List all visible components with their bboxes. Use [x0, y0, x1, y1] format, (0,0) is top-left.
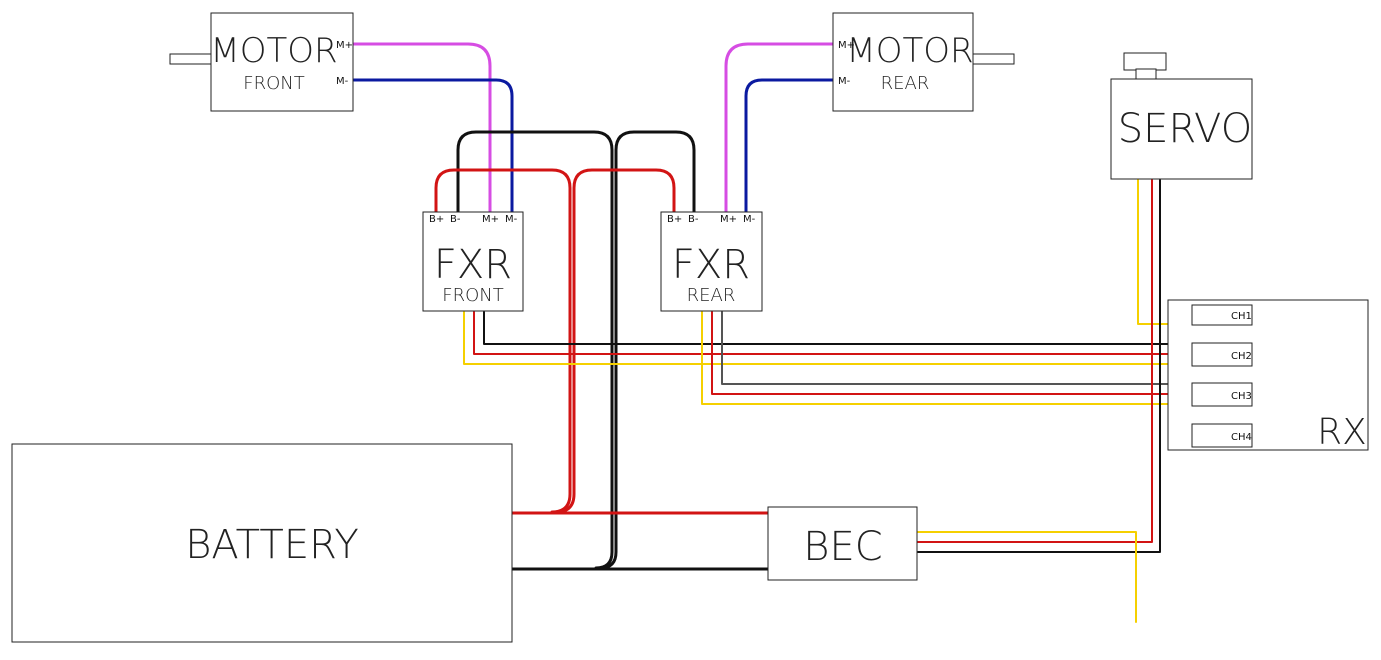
rx-title: RX: [1317, 412, 1367, 453]
wire-bec-yellow: [917, 531, 1137, 623]
motor-rear-shaft: [971, 53, 1015, 65]
bec-title: BEC: [803, 524, 882, 570]
motor-front-pin-neg: M-: [336, 76, 349, 87]
servo-title: SERVO: [1118, 106, 1252, 152]
fxr-rear-pin-bpos: B+: [667, 214, 682, 225]
rx-ch3-port: [1191, 382, 1253, 407]
servo-horn-top: [1123, 52, 1167, 71]
fxr-front: B+ B- M+ M- FXR FRONT: [422, 211, 524, 312]
wire-servo-red: [917, 179, 1153, 543]
battery-title: BATTERY: [185, 522, 359, 568]
wires: [352, 42, 1223, 623]
motor-rear-body: [832, 12, 974, 112]
motor-front-subtitle: FRONT: [243, 73, 305, 94]
motor-front: MOTOR FRONT M+ M-: [169, 12, 354, 112]
fxr-front-pin-bneg: B-: [450, 214, 461, 225]
wire-fxr-front-signal-black: [483, 311, 1223, 345]
battery-body: [11, 443, 513, 643]
wire-motor-front-negative: [352, 78, 514, 214]
bec-body: [767, 506, 918, 581]
rx-ch3-label: CH3: [1231, 391, 1252, 402]
fxr-rear-subtitle: REAR: [687, 285, 736, 306]
fxr-rear-pin-mneg: M-: [743, 214, 756, 225]
rx-ch4-port: [1191, 423, 1253, 448]
rx-ch1-port: [1191, 304, 1253, 326]
wire-motor-rear-positive: [724, 42, 836, 214]
wire-servo-black: [917, 179, 1161, 553]
rx-ch2-label: CH2: [1231, 351, 1252, 362]
servo: SERVO: [1110, 52, 1253, 180]
motor-rear-pin-pos: M+: [838, 40, 855, 51]
wire-battery-negative-front: [456, 130, 614, 570]
fxr-front-pin-bpos: B+: [429, 214, 444, 225]
rx-ch2-port: [1191, 342, 1253, 367]
fxr-front-subtitle: FRONT: [442, 285, 504, 306]
motor-front-pin-pos: M+: [336, 40, 353, 51]
servo-body: [1110, 78, 1253, 180]
fxr-rear-body: [660, 211, 763, 312]
wire-fxr-front-signal-yellow: [463, 311, 1223, 365]
battery: BATTERY: [11, 443, 513, 643]
wire-fxr-front-signal-red: [473, 311, 1223, 355]
wire-fxr-rear-signal-yellow: [701, 311, 1223, 405]
motor-front-title: MOTOR: [210, 31, 337, 71]
wire-battery-negative-rear: [598, 130, 696, 570]
motor-front-body: [210, 12, 354, 112]
fxr-front-pin-mneg: M-: [505, 214, 518, 225]
wire-battery-positive-rear: [554, 168, 676, 514]
rx-ch1-label: CH1: [1231, 311, 1252, 322]
motor-rear-pin-neg: M-: [838, 76, 851, 87]
wire-battery-positive-front: [434, 168, 572, 514]
wire-fxr-rear-signal-red: [711, 311, 1223, 395]
motor-rear: MOTOR REAR M+ M-: [832, 12, 1015, 112]
motor-rear-subtitle: REAR: [881, 73, 930, 94]
rx-ch4-label: CH4: [1231, 432, 1252, 443]
fxr-front-body: [422, 211, 524, 312]
fxr-front-pin-mpos: M+: [482, 214, 499, 225]
fxr-rear-pin-bneg: B-: [688, 214, 699, 225]
wire-fxr-rear-signal-black: [721, 311, 1223, 385]
bec: BEC: [767, 506, 918, 581]
fxr-front-title: FXR: [434, 242, 512, 288]
fxr-rear: B+ B- M+ M- FXR REAR: [660, 211, 763, 312]
motor-front-shaft: [169, 53, 213, 65]
wire-motor-front-positive: [352, 42, 492, 214]
motor-rear-title: MOTOR: [846, 31, 973, 71]
rx-receiver: CH1 CH2 CH3 CH4 RX: [1167, 299, 1369, 453]
fxr-rear-pin-mpos: M+: [720, 214, 737, 225]
wire-motor-rear-negative: [744, 78, 836, 214]
fxr-rear-title: FXR: [672, 242, 750, 288]
servo-horn-base: [1135, 68, 1157, 80]
